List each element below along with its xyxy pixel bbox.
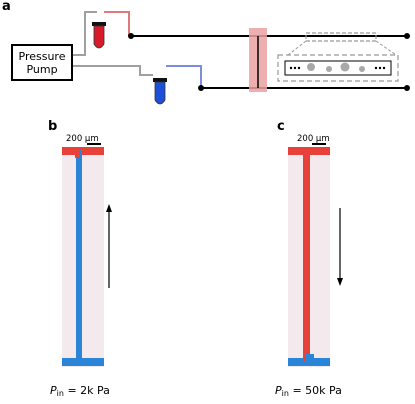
zoom-connector bbox=[287, 40, 307, 56]
caption-c-sub: in bbox=[281, 389, 289, 398]
caption-c-symbol: P bbox=[275, 384, 282, 397]
panel-label-a: a bbox=[2, 0, 11, 14]
zoom-source-box bbox=[305, 32, 377, 42]
junction-dot bbox=[198, 85, 204, 91]
caption-b-symbol: P bbox=[50, 384, 57, 397]
pressure-pump-box: Pressure Pump bbox=[11, 44, 73, 81]
blue-tubing bbox=[166, 65, 202, 88]
caption-b-value: = 2k Pa bbox=[67, 384, 110, 397]
blue-reservoir-icon bbox=[153, 78, 167, 105]
caption-b: Pin = 2k Pa bbox=[50, 384, 110, 401]
caption-b-sub: in bbox=[56, 389, 64, 398]
caption-c: Pin = 50k Pa bbox=[275, 384, 342, 401]
grey-tubing bbox=[69, 11, 97, 56]
red-reservoir-icon bbox=[92, 22, 106, 49]
pump-label-line2: Pump bbox=[26, 62, 58, 76]
red-tubing bbox=[104, 11, 130, 36]
panel-label-b: b bbox=[48, 119, 58, 134]
junction-dot bbox=[404, 33, 410, 39]
junction-dot bbox=[128, 33, 134, 39]
micrograph-b bbox=[62, 147, 104, 367]
arrowhead-down-icon bbox=[337, 278, 343, 286]
junction-dot bbox=[404, 85, 410, 91]
scale-text-b: 200 µm bbox=[66, 134, 99, 144]
pump-label-line1: Pressure bbox=[18, 49, 66, 63]
particles-inset bbox=[289, 62, 386, 72]
scale-text-c: 200 µm bbox=[297, 134, 330, 144]
caption-c-value: = 50k Pa bbox=[292, 384, 342, 397]
micrograph-c bbox=[288, 147, 330, 367]
panel-label-c: c bbox=[277, 119, 285, 134]
zoom-connector bbox=[375, 40, 397, 56]
inset-channel bbox=[284, 60, 392, 76]
arrowhead-up-icon bbox=[106, 204, 112, 212]
grey-tubing-lower bbox=[69, 65, 153, 76]
